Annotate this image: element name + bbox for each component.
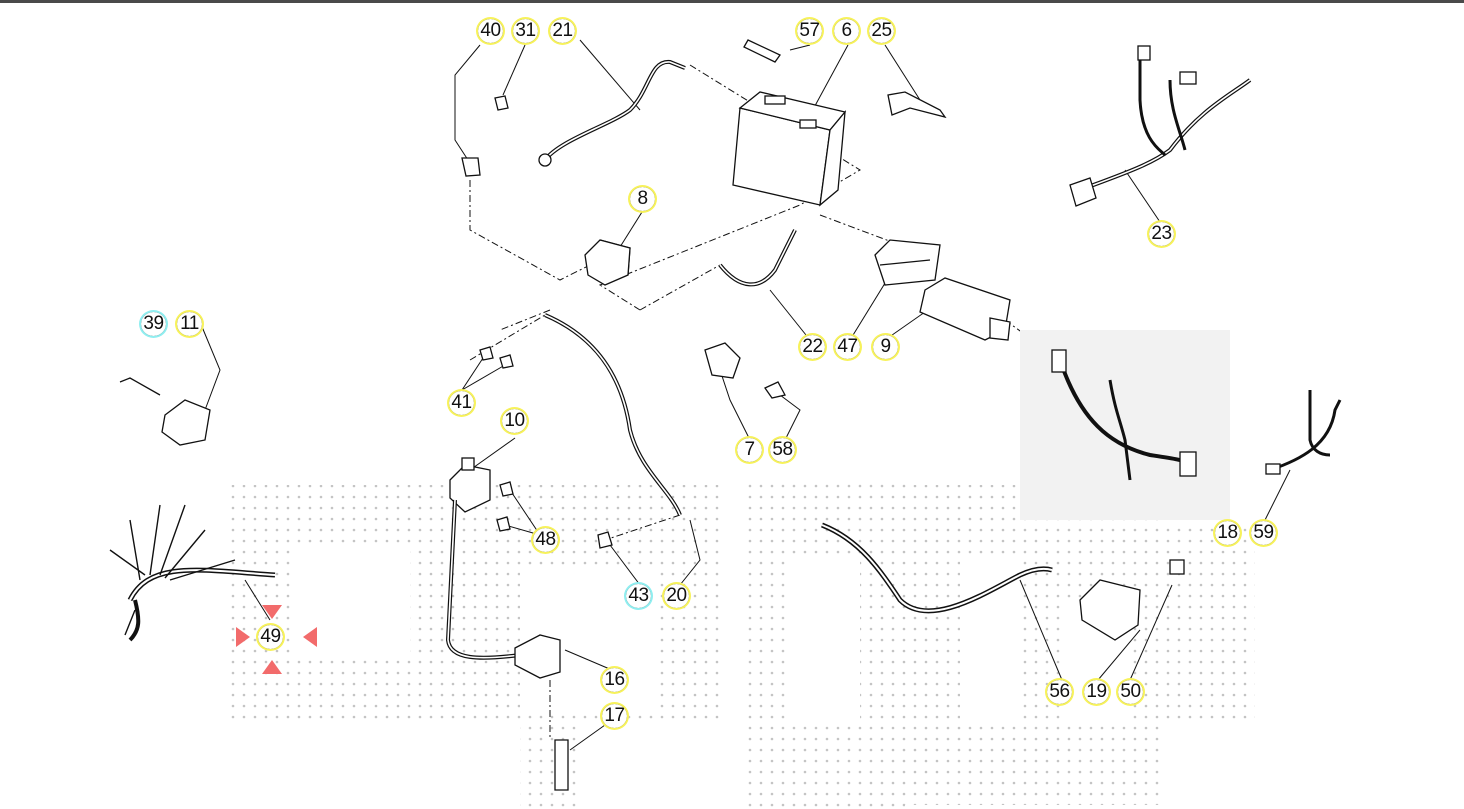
callout-label: 11 — [175, 310, 204, 338]
switch-part — [119, 377, 211, 446]
callout-label: 23 — [1147, 220, 1176, 248]
selection-arrow-top-icon — [262, 605, 282, 619]
callout-31[interactable]: 31 — [511, 17, 540, 45]
callout-50[interactable]: 50 — [1116, 678, 1145, 706]
callout-58[interactable]: 58 — [768, 436, 797, 464]
callout-11[interactable]: 11 — [175, 310, 204, 338]
top-border — [0, 0, 1464, 3]
callout-label: 8 — [628, 185, 657, 213]
callout-label: 56 — [1045, 678, 1074, 706]
callout-label: 7 — [735, 436, 764, 464]
spark-plug-cap — [514, 634, 561, 679]
callout-7[interactable]: 7 — [735, 436, 764, 464]
callout-9[interactable]: 9 — [871, 333, 900, 361]
selection-arrow-left-icon — [236, 627, 250, 647]
screw-part — [494, 95, 509, 111]
callout-21[interactable]: 21 — [548, 17, 577, 45]
clamp-part — [704, 342, 741, 379]
callout-22[interactable]: 22 — [798, 333, 827, 361]
callout-23[interactable]: 23 — [1147, 220, 1176, 248]
callout-label: 31 — [511, 17, 540, 45]
callout-48[interactable]: 48 — [531, 526, 560, 554]
callout-6[interactable]: 6 — [832, 17, 861, 45]
callout-label: 43 — [624, 582, 653, 610]
clip-part — [887, 91, 947, 119]
callout-57[interactable]: 57 — [795, 17, 824, 45]
sub-harness — [1020, 330, 1230, 520]
callout-label: 16 — [600, 666, 629, 694]
callout-47[interactable]: 47 — [833, 333, 862, 361]
selection-arrow-bottom-icon — [262, 660, 282, 674]
callout-label: 59 — [1249, 519, 1278, 547]
battery-cable — [543, 60, 686, 162]
callout-label: 18 — [1213, 519, 1242, 547]
fuse-part — [743, 39, 781, 63]
sensor-wire — [1265, 390, 1342, 475]
main-harness — [109, 504, 276, 642]
small-clip-part — [764, 381, 786, 399]
callout-label: 40 — [476, 17, 505, 45]
callout-59[interactable]: 59 — [1249, 519, 1278, 547]
callout-label: 41 — [447, 389, 476, 417]
callout-10[interactable]: 10 — [500, 407, 529, 435]
callout-label: 19 — [1082, 678, 1111, 706]
ignition-coil — [449, 457, 491, 513]
cdi-unit — [919, 277, 1011, 341]
callout-43[interactable]: 43 — [624, 582, 653, 610]
holder-part — [461, 157, 481, 177]
callout-label: 50 — [1116, 678, 1145, 706]
callout-label: 49 — [256, 623, 285, 651]
callout-41[interactable]: 41 — [447, 389, 476, 417]
rubber-holder — [874, 239, 941, 286]
callout-label: 21 — [548, 17, 577, 45]
callout-40[interactable]: 40 — [476, 17, 505, 45]
callout-19[interactable]: 19 — [1082, 678, 1111, 706]
callout-label: 48 — [531, 526, 560, 554]
callout-18[interactable]: 18 — [1213, 519, 1242, 547]
selection-arrow-right-icon — [303, 627, 317, 647]
callout-label: 39 — [139, 310, 168, 338]
callout-49[interactable]: 49 — [256, 623, 285, 651]
relay-part — [584, 239, 631, 286]
callout-label: 9 — [871, 333, 900, 361]
callout-label: 57 — [795, 17, 824, 45]
callout-56[interactable]: 56 — [1045, 678, 1074, 706]
callout-label: 47 — [833, 333, 862, 361]
callout-label: 22 — [798, 333, 827, 361]
handlebar-harness — [1069, 45, 1252, 207]
callout-label: 20 — [662, 582, 691, 610]
callout-label: 17 — [600, 702, 629, 730]
callout-label: 10 — [500, 407, 529, 435]
callout-16[interactable]: 16 — [600, 666, 629, 694]
callout-39[interactable]: 39 — [139, 310, 168, 338]
callout-label: 58 — [768, 436, 797, 464]
callout-8[interactable]: 8 — [628, 185, 657, 213]
spark-plug — [554, 739, 569, 791]
callout-25[interactable]: 25 — [867, 17, 896, 45]
battery-part — [732, 91, 847, 207]
callout-label: 25 — [867, 17, 896, 45]
callout-20[interactable]: 20 — [662, 582, 691, 610]
callout-17[interactable]: 17 — [600, 702, 629, 730]
nut-part — [597, 531, 613, 549]
callout-label: 6 — [832, 17, 861, 45]
regulator-part — [1079, 559, 1185, 641]
